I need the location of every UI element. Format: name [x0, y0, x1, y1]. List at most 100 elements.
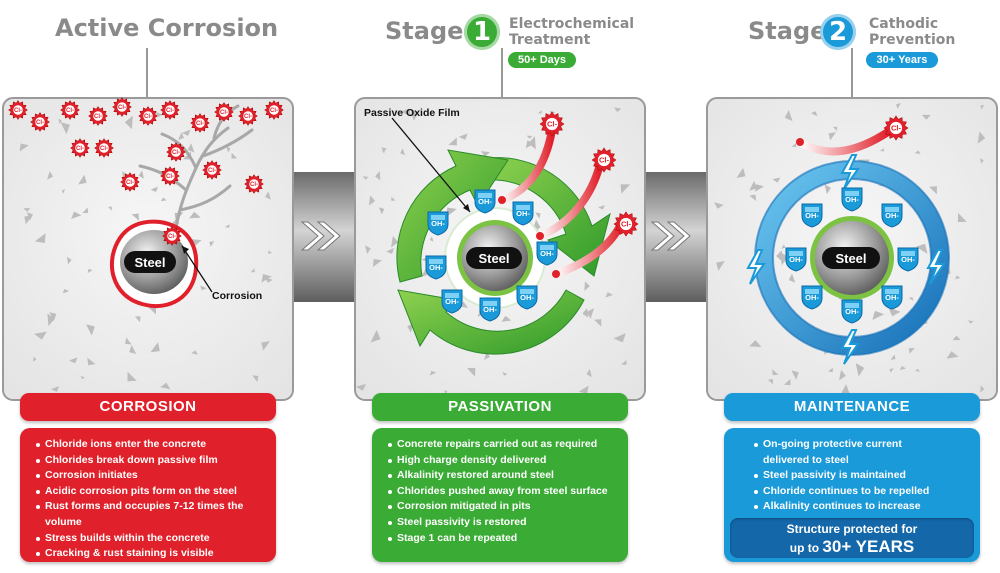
chloride-ion: Cl-	[138, 106, 158, 126]
bullet: Stage 1 can be repeated	[388, 531, 620, 547]
svg-text:Cl-: Cl-	[270, 108, 278, 114]
aggregate-speck	[50, 385, 60, 392]
aggregate-speck	[87, 357, 96, 366]
aggregate-speck	[391, 196, 396, 201]
aggregate-speck	[410, 108, 419, 121]
svg-text:OH-: OH-	[445, 297, 459, 306]
aggregate-speck	[446, 207, 457, 217]
aggregate-speck	[265, 191, 271, 200]
chloride-ion: Cl-	[613, 211, 639, 237]
svg-text:OH-: OH-	[805, 293, 819, 302]
aggregate-speck	[501, 315, 512, 322]
svg-text:OH-: OH-	[540, 249, 554, 258]
aggregate-speck	[231, 152, 238, 159]
aggregate-speck	[828, 367, 833, 373]
svg-text:OH-: OH-	[845, 195, 859, 204]
aggregate-speck	[467, 367, 476, 377]
aggregate-speck	[736, 167, 746, 179]
hydroxide-ion: OH-	[881, 203, 903, 228]
svg-text:OH-: OH-	[901, 255, 915, 264]
corrosion-callout: Corrosion	[212, 290, 263, 302]
chloride-ion: Cl-	[70, 138, 90, 158]
aggregate-speck	[82, 207, 89, 214]
svg-text:Cl-: Cl-	[621, 220, 632, 229]
aggregate-speck	[370, 330, 381, 343]
chloride-ion: Cl-	[264, 100, 284, 120]
aggregate-speck	[391, 235, 399, 248]
aggregate-speck	[61, 189, 66, 194]
chloride-ion: Cl-	[202, 160, 222, 180]
svg-text:Cl-: Cl-	[891, 124, 902, 133]
aggregate-speck	[779, 251, 788, 266]
bullet: Cracking & rust staining is visible	[36, 546, 268, 562]
chloride-ion: Cl-	[112, 97, 132, 117]
aggregate-speck	[781, 244, 786, 249]
aggregate-speck	[375, 171, 381, 181]
aggregate-speck	[47, 171, 54, 180]
chloride-ion: Cl-	[883, 115, 909, 141]
aggregate-speck	[537, 110, 542, 114]
aggregate-speck	[448, 137, 457, 146]
aggregate-speck	[502, 371, 508, 376]
aggregate-speck	[80, 375, 86, 380]
aggregate-speck	[582, 308, 589, 318]
aggregate-speck	[209, 240, 215, 247]
aggregate-speck	[68, 357, 78, 364]
bullet: Corrosion initiates	[36, 468, 268, 484]
chloride-ion: Cl-	[238, 106, 258, 126]
aggregate-speck	[921, 114, 931, 120]
hydroxide-ion: OH-	[841, 187, 863, 212]
aggregate-speck	[160, 382, 171, 390]
aggregate-speck	[378, 207, 385, 215]
aggregate-speck	[125, 337, 132, 345]
pipe-2	[640, 172, 712, 302]
svg-text:Cl-: Cl-	[76, 146, 84, 152]
hydroxide-ion: OH-	[474, 189, 496, 214]
aggregate-speck	[355, 383, 367, 391]
aggregate-speck	[480, 151, 490, 157]
stage-1-number-badge: 1	[464, 14, 500, 50]
aggregate-speck	[980, 104, 985, 110]
svg-text:OH-: OH-	[805, 211, 819, 220]
passive-film-pointer	[391, 117, 471, 213]
corrosion-bullets: Chloride ions enter the concrete Chlorid…	[20, 428, 276, 562]
aggregate-speck	[839, 369, 846, 381]
chloride-ion: Cl-	[214, 102, 234, 122]
aggregate-speck	[772, 369, 779, 376]
stage-1-duration-pill: 50+ Days	[508, 52, 576, 68]
hydroxide-ion: OH-	[427, 211, 449, 236]
bullet: Steel passivity is maintained	[754, 468, 934, 484]
aggregate-speck	[824, 184, 831, 195]
crack-lines	[138, 104, 254, 230]
chloride-ion: Cl-	[88, 106, 108, 126]
aggregate-speck	[598, 205, 605, 210]
aggregate-speck	[620, 184, 631, 194]
bullet: Chloride ions enter the concrete	[36, 437, 268, 453]
aggregate-speck	[267, 250, 273, 254]
stage-1-subtitle-line1: Electrochemical	[509, 16, 635, 32]
svg-text:OH-: OH-	[885, 293, 899, 302]
aggregate-speck	[138, 170, 144, 179]
chloride-ion: Cl-	[166, 142, 186, 162]
aggregate-speck	[134, 316, 141, 323]
stage-1-subtitle-line2: Treatment	[509, 32, 591, 48]
aggregate-speck	[890, 354, 896, 360]
aggregate-speck	[946, 351, 959, 359]
aggregate-speck	[250, 268, 255, 273]
aggregate-speck	[49, 312, 57, 322]
bullet: Alkalinity continues to increase	[754, 499, 934, 515]
hydroxide-ions-stage2: OH-OH-OH-OH-OH-OH-OH-OH-	[785, 187, 919, 324]
chloride-ion: Cl-	[60, 100, 80, 120]
aggregate-speck	[429, 370, 437, 376]
svg-text:OH-: OH-	[429, 263, 443, 272]
aggregate-speck	[381, 148, 386, 154]
aggregate-speck	[187, 143, 195, 153]
protection-summary: Structure protected for up to 30+ YEARS	[730, 518, 974, 558]
hydroxide-ion: OH-	[897, 247, 919, 272]
bullet: Chlorides break down passive film	[36, 453, 268, 469]
chloride-ion: Cl-	[160, 166, 180, 186]
steel-label-2: Steel	[478, 251, 509, 266]
summary-line2-prefix: up to	[789, 541, 823, 555]
svg-text:Cl-: Cl-	[547, 120, 558, 129]
svg-text:Cl-: Cl-	[66, 108, 74, 114]
